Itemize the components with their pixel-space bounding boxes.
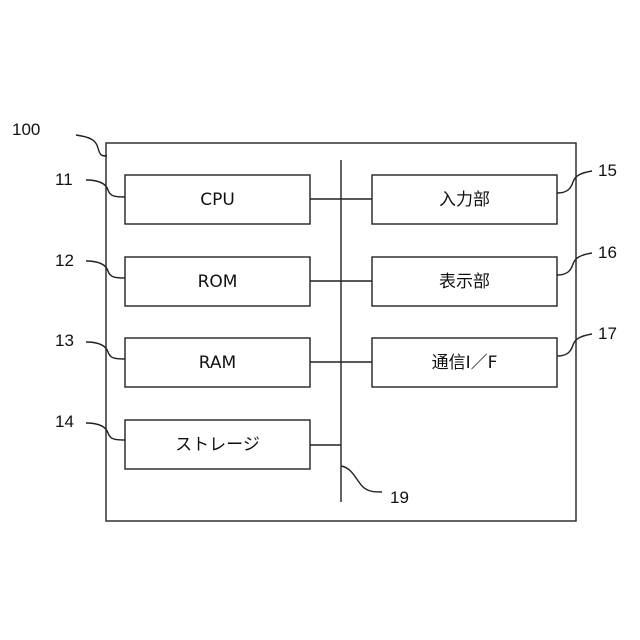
rom-block-label: ROM bbox=[198, 272, 238, 292]
cpu-ref-label: 11 bbox=[55, 170, 73, 189]
ram-block-label: RAM bbox=[199, 353, 236, 373]
ram-block: RAM bbox=[125, 338, 310, 387]
device-ref-leader bbox=[76, 135, 107, 156]
storage-block: ストレージ bbox=[125, 420, 310, 469]
bus-ref-label: 19 bbox=[390, 488, 409, 507]
cpu-block-label: CPU bbox=[200, 190, 235, 210]
comm-ref-label: 17 bbox=[598, 324, 617, 343]
device-ref-label: 100 bbox=[12, 120, 40, 139]
storage-block-label: ストレージ bbox=[175, 435, 260, 455]
comm-if-label: 通信I／F bbox=[432, 353, 498, 373]
display-ref-label: 16 bbox=[598, 243, 617, 262]
input-unit-label: 入力部 bbox=[439, 190, 490, 210]
rom-ref-label: 12 bbox=[55, 251, 74, 270]
comm-if-block: 通信I／F bbox=[372, 338, 557, 387]
cpu-block: CPU bbox=[125, 175, 310, 224]
storage-ref-label: 14 bbox=[55, 412, 74, 431]
input-unit-block: 入力部 bbox=[372, 175, 557, 224]
display-unit-block: 表示部 bbox=[372, 257, 557, 306]
ram-ref-label: 13 bbox=[55, 331, 74, 350]
rom-block: ROM bbox=[125, 257, 310, 306]
input-ref-label: 15 bbox=[598, 161, 617, 180]
display-unit-label: 表示部 bbox=[439, 272, 490, 292]
